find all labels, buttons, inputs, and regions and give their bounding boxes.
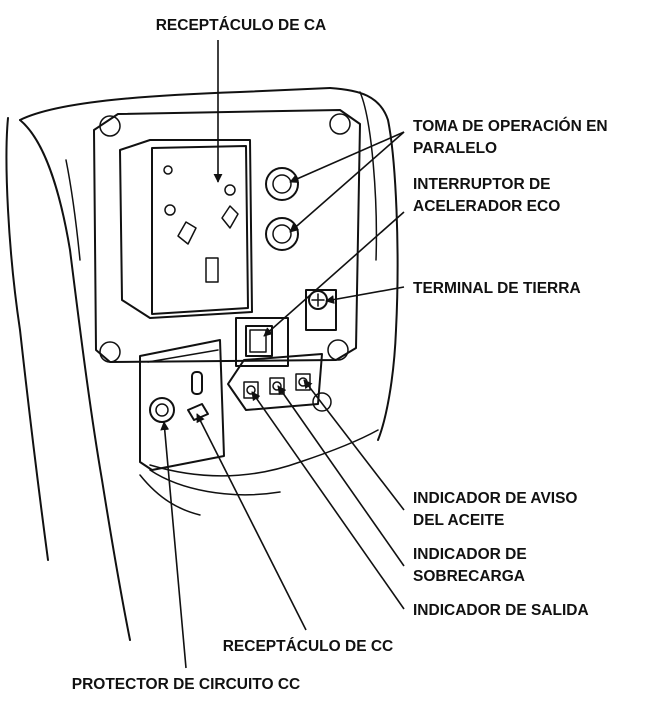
- ac-receptacle: [119, 139, 253, 319]
- label-ground-terminal: TERMINAL DE TIERRA: [413, 280, 581, 297]
- label-ac-receptacle: RECEPTÁCULO DE CA: [156, 17, 327, 34]
- label-dc-receptacle: RECEPTÁCULO DE CC: [223, 638, 394, 655]
- label-overload-line1: INDICADOR DE: [413, 546, 527, 563]
- upper-panel: [93, 109, 361, 412]
- ground-terminal: [305, 289, 337, 331]
- label-eco-line1: INTERRUPTOR DE: [413, 176, 551, 193]
- label-eco-line2: ACELERADOR ECO: [413, 198, 560, 215]
- dc-panel: [139, 339, 225, 471]
- eco-switch: [235, 317, 289, 367]
- label-parallel-line2: PARALELO: [413, 140, 497, 157]
- label-dc-protector: PROTECTOR DE CIRCUITO CC: [72, 676, 301, 693]
- generator-housing: [5, 87, 399, 641]
- label-parallel-line1: TOMA DE OPERACIÓN EN: [413, 117, 608, 135]
- parallel-outlets: [265, 167, 299, 251]
- indicator-strip: [227, 353, 323, 411]
- label-oil-line1: INDICADOR DE AVISO: [413, 490, 577, 507]
- label-overload-line2: SOBRECARGA: [413, 568, 525, 585]
- leader-lines: [160, 40, 405, 669]
- label-oil-line2: DEL ACEITE: [413, 512, 504, 529]
- label-output-indicator: INDICADOR DE SALIDA: [413, 602, 589, 619]
